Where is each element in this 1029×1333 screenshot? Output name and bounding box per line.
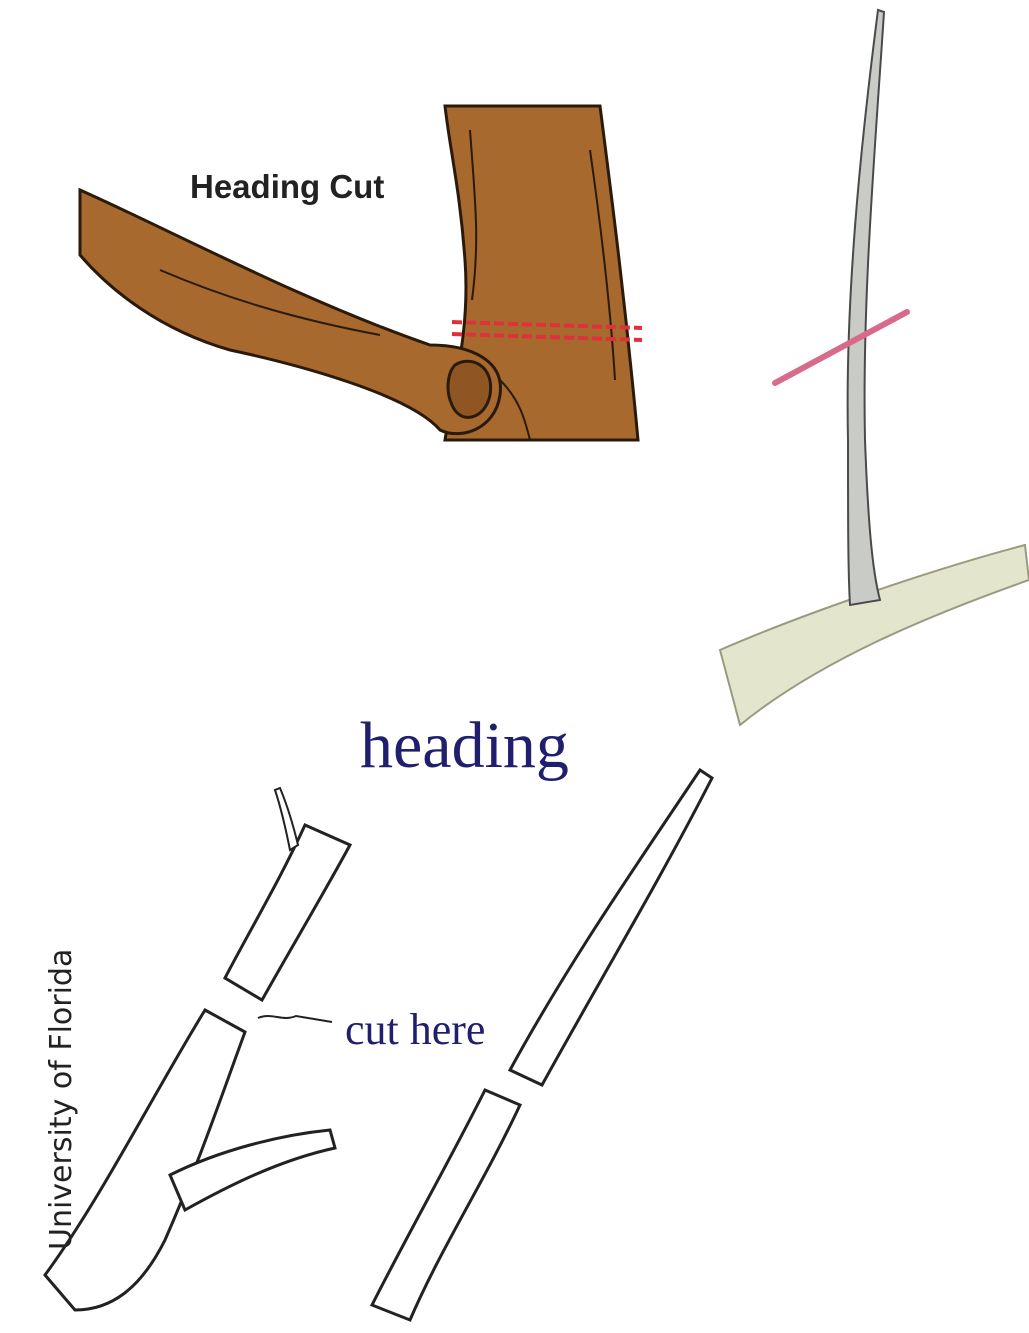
heading-cut-illustration [80,106,642,440]
source-credit: University of Florida [44,949,79,1250]
forked-branch-illustration [45,788,350,1310]
small-twig [275,788,298,850]
photo-shoot-illustration [720,10,1029,725]
heading-title: heading [360,708,569,784]
heading-cut-title: Heading Cut [190,168,384,206]
upright-shoot [848,10,884,605]
branch-collar-knot [448,361,491,417]
upper-branch-segment [225,825,350,1000]
brown-side-branch [80,190,500,434]
pink-cut-mark [775,312,907,383]
cut-here-annotation: cut here [345,1004,485,1055]
upper-shoot-segment [510,770,712,1085]
lower-shoot-segment [372,1090,520,1320]
cut-pointer [258,1016,332,1022]
